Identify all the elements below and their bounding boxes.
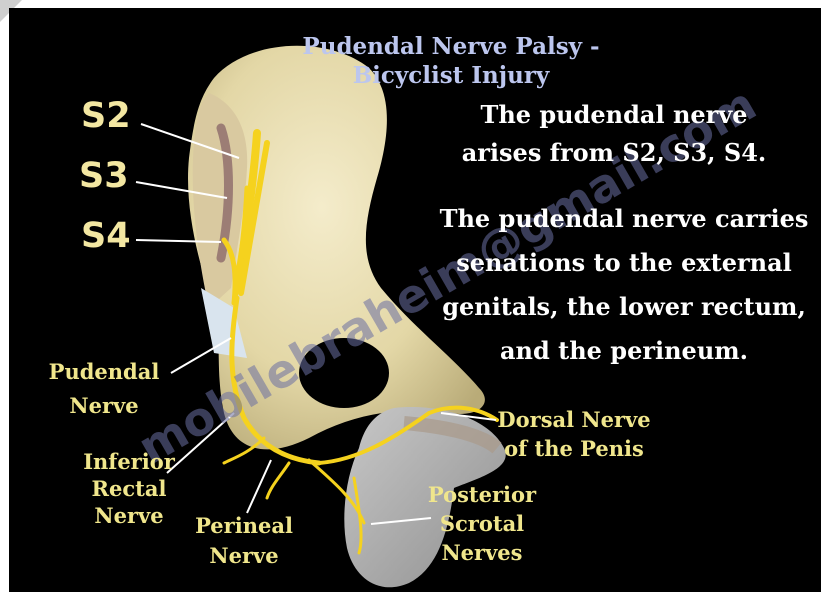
label-s2: S2	[81, 96, 131, 136]
text-function-line-2: senations to the external	[434, 244, 814, 282]
text-function-line-1: The pudendal nerve carries	[434, 200, 814, 238]
label-dorsal-line-1: Dorsal Nerve	[489, 406, 659, 433]
label-dorsal-line-2: of the Penis	[489, 435, 659, 462]
label-s4: S4	[81, 216, 131, 256]
text-function-line-4: and the perineum.	[434, 332, 814, 370]
label-inferior-rectal-line-3: Nerve	[69, 502, 189, 529]
label-inferior-rectal-line-2: Rectal	[69, 475, 189, 502]
title-line-2: Bicyclist Injury	[271, 61, 631, 90]
label-posterior-scrotal-line-1: Posterior	[417, 481, 547, 508]
label-pudendal-line-1: Pudendal	[39, 358, 169, 385]
text-origin-line-1: The pudendal nerve	[444, 96, 784, 134]
label-s3: S3	[79, 156, 129, 196]
label-perineal-line-2: Nerve	[184, 542, 304, 569]
label-perineal-line-1: Perineal	[184, 512, 304, 539]
label-posterior-scrotal-line-2: Scrotal	[417, 510, 547, 537]
label-pudendal-line-2: Nerve	[39, 392, 169, 419]
text-function-line-3: genitals, the lower rectum,	[434, 288, 814, 326]
label-inferior-rectal-line-1: Inferior	[69, 448, 189, 475]
slide: mobilebraheim@gmail.com Pudendal Nerve P…	[9, 8, 821, 592]
text-origin-line-2: arises from S2, S3, S4.	[444, 134, 784, 172]
label-posterior-scrotal-line-3: Nerves	[417, 539, 547, 566]
title-line-1: Pudendal Nerve Palsy -	[271, 32, 631, 61]
